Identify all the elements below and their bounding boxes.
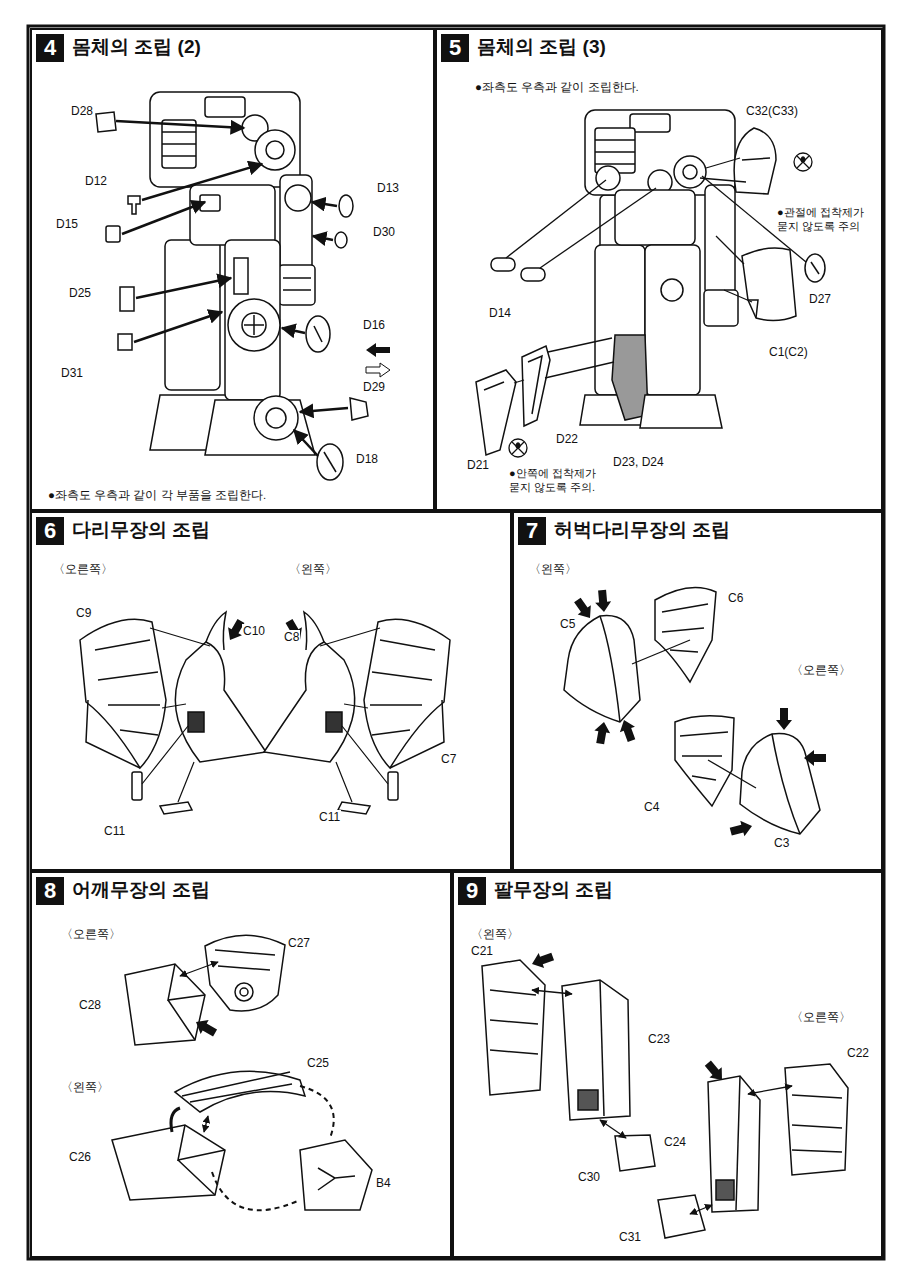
part-number: B4 — [375, 1176, 392, 1190]
part-number: D14 — [488, 306, 512, 320]
part-number: D23, D24 — [612, 455, 665, 469]
part-number: D29 — [362, 380, 386, 394]
part-number: D15 — [55, 217, 79, 231]
assembly-note: ●좌측도 우측과 같이 각 부품을 조립한다. — [48, 488, 428, 503]
step-panel: 몸체의 조립 (2) ●좌측도 우측과 같이 각 부품을 조립한다. 4 — [30, 28, 435, 511]
part-number: C30 — [577, 1170, 601, 1184]
step-number: 6 — [36, 517, 64, 545]
step-number: 8 — [36, 877, 64, 905]
glue-warning: ●안쪽에 접착제가 묻지 않도록 주의. — [509, 467, 609, 495]
part-number: D30 — [372, 225, 396, 239]
part-number: C32(C33) — [745, 104, 799, 118]
part-number: C26 — [68, 1150, 92, 1164]
part-number: C7 — [440, 752, 457, 766]
step-title: 다리무장의 조립 — [70, 517, 212, 543]
part-number: C27 — [287, 936, 311, 950]
side-label: 〈오른쪽〉 — [790, 1010, 852, 1024]
step-badge: 8 — [36, 877, 64, 905]
step-title: 팔무장의 조립 — [492, 877, 615, 903]
part-number: C8 — [283, 630, 300, 644]
part-number: D13 — [376, 181, 400, 195]
step-badge: 7 — [518, 517, 546, 545]
side-label: 〈오른쪽〉 — [52, 562, 114, 576]
part-number: D21 — [466, 458, 490, 472]
step-badge: 9 — [458, 877, 486, 905]
step-number: 7 — [518, 517, 546, 545]
part-number: C11 — [103, 824, 126, 838]
glue-warning: ●관절에 접착제가 묻지 않도록 주의 — [777, 206, 877, 234]
step-number: 4 — [36, 34, 64, 62]
part-number: C21 — [470, 944, 494, 958]
part-number: C3 — [773, 836, 790, 850]
step-number: 5 — [441, 34, 469, 62]
step-badge: 6 — [36, 517, 64, 545]
part-number: D27 — [808, 292, 832, 306]
part-number: C4 — [643, 800, 660, 814]
part-number: C22 — [846, 1046, 870, 1060]
step-number: 9 — [458, 877, 486, 905]
part-number: C23 — [647, 1032, 671, 1046]
part-number: D31 — [60, 366, 84, 380]
side-label: 〈왼쪽〉 — [288, 562, 338, 576]
part-number: C28 — [78, 998, 102, 1012]
side-label: 〈오른쪽〉 — [60, 927, 122, 941]
side-label: 〈왼쪽〉 — [60, 1080, 110, 1094]
step-panel: 몸체의 조립 (3) ●좌측도 우측과 같이 조립한다. ●관절에 접착제가 묻지 … — [435, 28, 883, 511]
part-number: D28 — [70, 104, 94, 118]
part-number: D16 — [362, 318, 386, 332]
part-number: C11 — [318, 810, 341, 824]
side-label: 〈오른쪽〉 — [790, 663, 852, 677]
part-number: C31 — [618, 1230, 642, 1244]
step-title: 몸체의 조립 (2) — [70, 34, 203, 60]
part-number: D22 — [555, 432, 579, 446]
step-badge: 4 — [36, 34, 64, 62]
part-number: C10 — [242, 624, 266, 638]
part-number: D18 — [355, 452, 379, 466]
assembly-note: ●좌측도 우측과 같이 조립한다. — [475, 80, 775, 95]
part-number: D25 — [68, 286, 92, 300]
part-number: C5 — [559, 617, 576, 631]
step-title: 허벅다리무장의 조립 — [552, 517, 732, 543]
part-number: D12 — [84, 174, 108, 188]
part-number: C25 — [306, 1056, 330, 1070]
step-badge: 5 — [441, 34, 469, 62]
part-number: C6 — [727, 591, 744, 605]
side-label: 〈왼쪽〉 — [470, 927, 520, 941]
side-label: 〈왼쪽〉 — [528, 562, 578, 576]
step-title: 몸체의 조립 (3) — [475, 34, 608, 60]
part-number: C9 — [75, 606, 92, 620]
part-number: C24 — [663, 1135, 687, 1149]
step-title: 어깨무장의 조립 — [70, 877, 212, 903]
part-number: C1(C2) — [768, 345, 809, 359]
